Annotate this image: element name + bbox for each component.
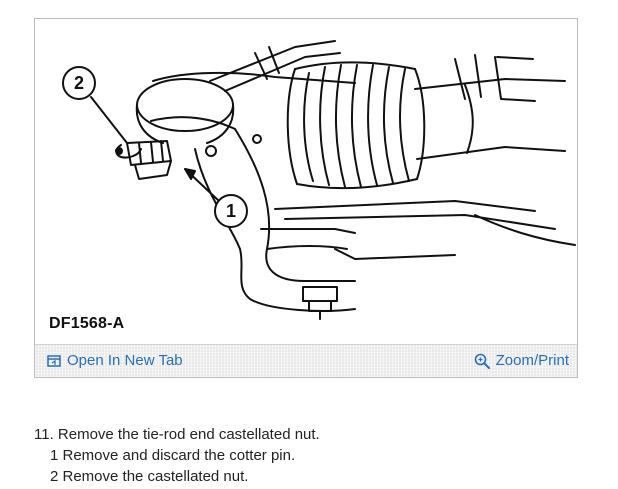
figure-toolbar: Open In New Tab Zoom/Print [35, 344, 577, 377]
figure-card: 2 1 DF1568-A Open In New Tab Zoom/Print [34, 18, 578, 378]
instruction-steps: 11. Remove the tie-rod end castellated n… [34, 424, 320, 487]
svg-text:1: 1 [226, 201, 236, 221]
step-main: 11. Remove the tie-rod end castellated n… [34, 426, 320, 443]
open-in-new-tab-label: Open In New Tab [67, 352, 183, 369]
new-tab-icon [47, 354, 61, 367]
open-in-new-tab-link[interactable]: Open In New Tab [47, 352, 183, 369]
step-sub-2: 2 Remove the castellated nut. [50, 468, 249, 485]
callout-1: 1 [214, 194, 248, 228]
callout-2: 2 [62, 66, 96, 100]
figure-id: DF1568-A [49, 315, 125, 332]
tie-rod-diagram: 2 1 [62, 40, 576, 320]
step-sub-1: 1 Remove and discard the cotter pin. [50, 447, 296, 464]
svg-text:2: 2 [74, 73, 84, 93]
zoom-print-label: Zoom/Print [495, 352, 569, 369]
zoom-print-link[interactable]: Zoom/Print [474, 352, 569, 369]
zoom-icon [474, 353, 490, 369]
